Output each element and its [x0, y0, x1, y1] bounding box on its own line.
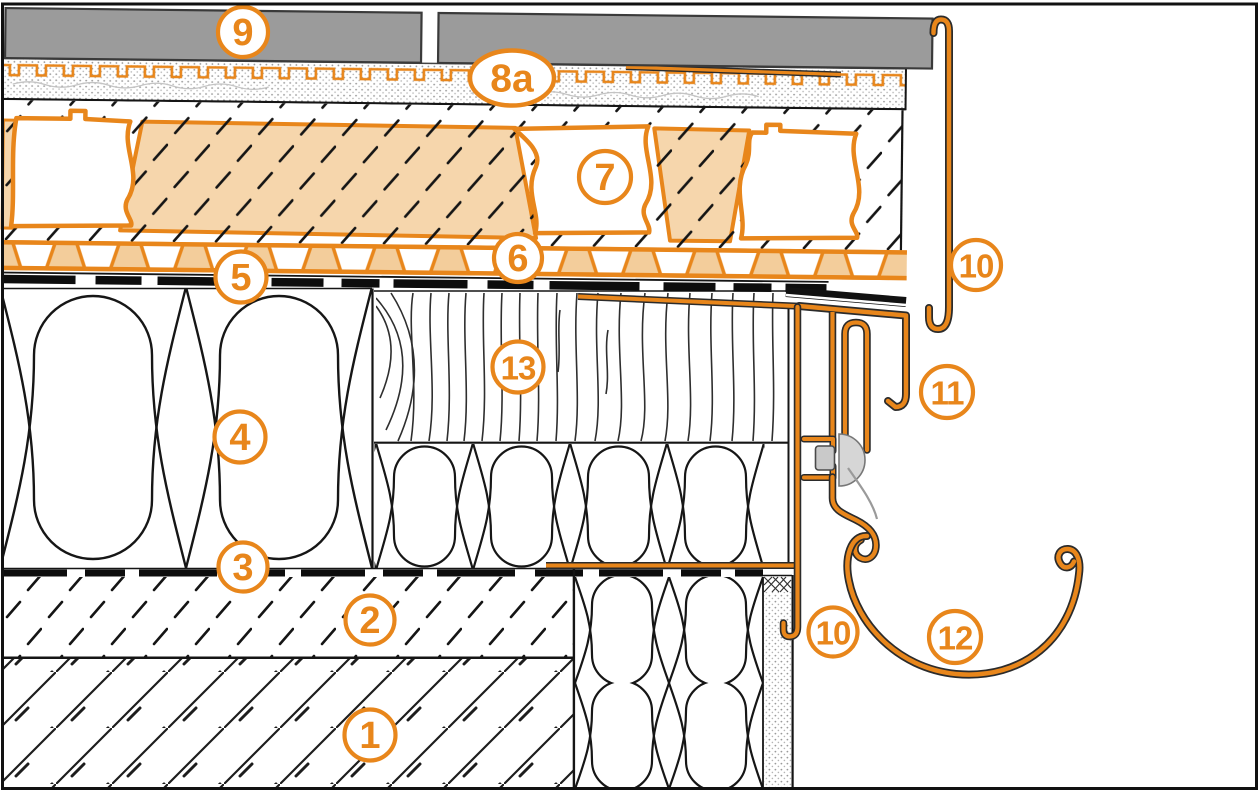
callout-7-label: 7 — [594, 157, 615, 199]
eaves-membrane-wrap — [785, 287, 907, 307]
callout-5: 5 — [213, 249, 269, 305]
callout-11-label: 11 — [931, 375, 965, 412]
layer-insulation-4 — [3, 287, 374, 568]
wall-crosshatch — [763, 576, 792, 593]
callout-7: 7 — [576, 148, 634, 206]
callout-10-top: 10 — [948, 237, 1004, 293]
callout-13-label: 13 — [501, 350, 536, 387]
callout-8a-label: 8a — [490, 58, 534, 101]
callout-9: 9 — [215, 4, 271, 60]
verge-flashing-10-top — [925, 15, 953, 334]
callout-9-label: 9 — [232, 12, 253, 54]
gutter-bracket-strap — [828, 312, 871, 456]
gutter-bracket-hook — [828, 473, 880, 563]
callout-6: 6 — [491, 231, 545, 285]
fascia-flashing-10-bottom — [546, 303, 802, 641]
callout-12-label: 12 — [938, 620, 973, 657]
callout-4: 4 — [212, 409, 268, 465]
callout-8a: 8a — [467, 48, 557, 108]
layer-membrane-5 — [1, 271, 829, 293]
callout-13: 13 — [490, 339, 546, 395]
drip-edge-profile-11 — [795, 302, 910, 411]
layer-roof-covering-9 — [3, 6, 934, 70]
bracket-shadow-line — [847, 467, 879, 520]
callout-11: 11 — [918, 363, 976, 421]
callout-10-top-label: 10 — [959, 248, 994, 285]
callout-12: 12 — [926, 608, 984, 666]
layer-insulation-under-beam — [374, 444, 765, 568]
callout-10-bottom: 10 — [806, 605, 860, 659]
bracket-screw — [814, 445, 836, 471]
layer-profiled-elements-7 — [0, 100, 904, 252]
roof-package — [0, 6, 934, 293]
callout-3-label: 3 — [232, 547, 253, 589]
gutter-bracket-fixing — [800, 433, 879, 520]
callout-1: 1 — [342, 707, 398, 763]
gutter-12 — [843, 532, 1084, 679]
callout-2-label: 2 — [359, 600, 380, 642]
eaves-sheet-flashing — [625, 64, 842, 78]
callout-2: 2 — [343, 593, 397, 647]
layer-concrete-1 — [3, 659, 574, 789]
layer-timber-beam-13 — [374, 290, 790, 566]
callout-10-bottom-label: 10 — [816, 615, 851, 652]
layer-screed-2 — [3, 577, 574, 660]
callout-3: 3 — [216, 540, 270, 594]
callout-5-label: 5 — [230, 257, 251, 299]
wood-grain — [376, 292, 775, 442]
callout-4-label: 4 — [229, 417, 250, 459]
callout-6-label: 6 — [507, 238, 528, 280]
wall-assembly — [572, 568, 794, 788]
callout-1-label: 1 — [359, 715, 380, 757]
eaves-sloped-flashing — [577, 293, 807, 310]
layer-vapour-barrier-3 — [3, 567, 763, 577]
callouts: 9 8a 7 6 5 13 4 3 — [212, 4, 1004, 763]
bracket-washer — [838, 433, 866, 487]
